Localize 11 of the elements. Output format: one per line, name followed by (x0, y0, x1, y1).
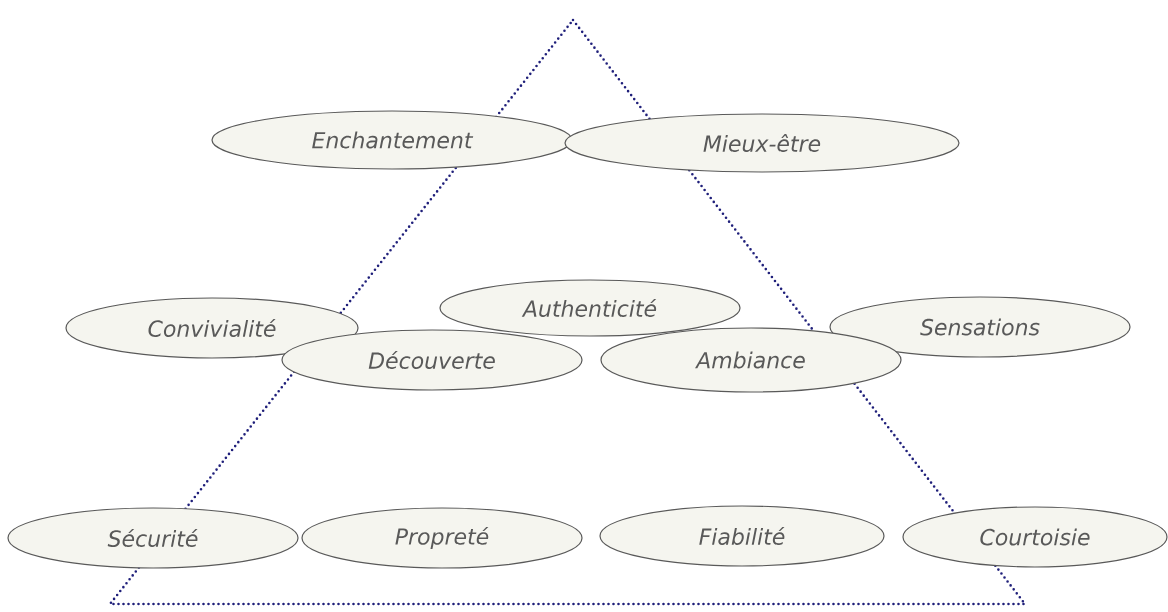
ellipse-label: Propreté (301, 507, 583, 569)
ellipse-label: Authenticité (439, 279, 741, 337)
ellipse-label: Découverte (281, 329, 583, 391)
ellipse-label: Ambiance (600, 327, 902, 393)
ellipse-label: Fiabilité (599, 505, 885, 567)
ellipse-label: Sécurité (7, 507, 299, 569)
ellipse-label: Enchantement (211, 110, 573, 170)
ellipse-label: Sensations (829, 296, 1131, 358)
ellipse-label: Mieux-être (564, 113, 960, 173)
ellipse-label: Courtoisie (902, 506, 1168, 568)
ellipse-label: Convivialité (65, 297, 359, 359)
